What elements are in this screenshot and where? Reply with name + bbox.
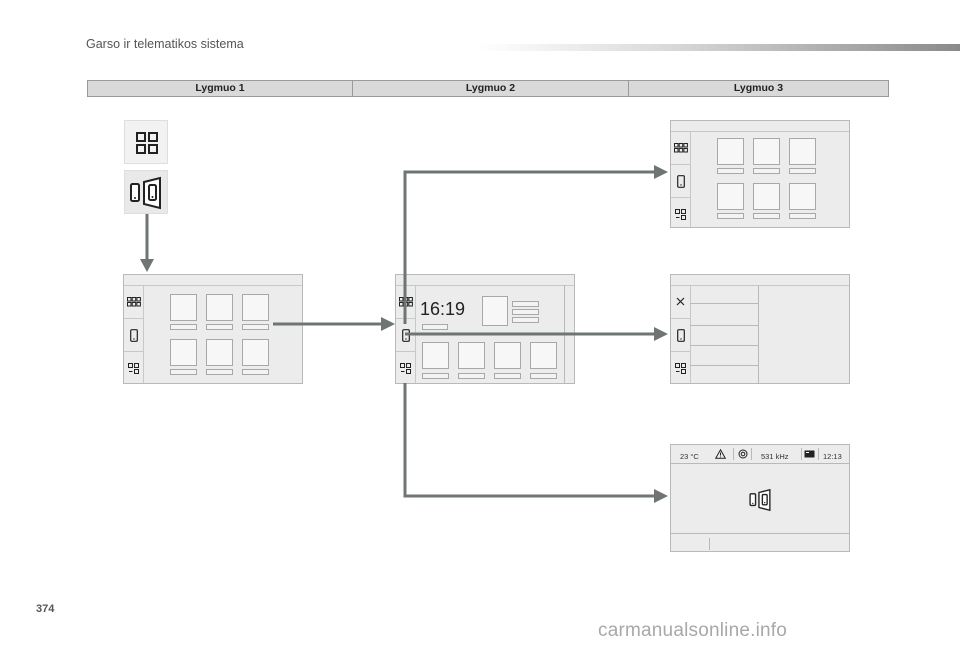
level3-apps-screen [670, 120, 850, 228]
app-tile[interactable] [753, 138, 780, 165]
app-tile[interactable] [789, 138, 816, 165]
level3-mirror-screen: 23 °C 531 kHz 12:13 [670, 444, 850, 552]
widgets-tab[interactable] [671, 197, 690, 231]
clock-date-placeholder [422, 324, 448, 330]
arrow-head [654, 489, 668, 503]
arrow-head [140, 259, 154, 272]
shortcut-label [422, 373, 449, 379]
shortcut-tile[interactable] [458, 342, 485, 369]
phone-tab[interactable] [124, 318, 143, 352]
app-tile[interactable] [717, 138, 744, 165]
app-tile[interactable] [242, 294, 269, 321]
level2-home-screen: 16:19 [395, 274, 575, 384]
app-tile[interactable] [206, 339, 233, 366]
app-tile-label [242, 369, 269, 375]
apps-tab[interactable] [124, 285, 143, 318]
widgets-tab[interactable] [396, 351, 415, 385]
shortcut-tile[interactable] [530, 342, 557, 369]
app-tile[interactable] [170, 294, 197, 321]
section-title: Garso ir telematikos sistema [86, 37, 244, 51]
level3-list-screen [670, 274, 850, 384]
radio-icon [738, 449, 748, 459]
media-widget-line [512, 301, 539, 307]
app-tile[interactable] [170, 339, 197, 366]
media-status-icon [804, 450, 815, 458]
app-tile[interactable] [789, 183, 816, 210]
app-tile-label [717, 213, 744, 219]
app-tile[interactable] [206, 294, 233, 321]
apps-tab[interactable] [396, 285, 415, 318]
widgets-tab[interactable] [671, 351, 690, 385]
level-table-header: Lygmuo 1 Lygmuo 2 Lygmuo 3 [87, 80, 889, 97]
watermark: carmanualsonline.info [598, 620, 788, 641]
mirror-screen-icon [130, 176, 161, 210]
widgets-icon [127, 362, 139, 374]
level1-apps-screen [123, 274, 303, 384]
level-3-label: Lygmuo 3 [628, 81, 888, 96]
smartphone-icon [676, 329, 685, 342]
shortcut-label [458, 373, 485, 379]
shortcut-tile[interactable] [422, 342, 449, 369]
app-tile[interactable] [242, 339, 269, 366]
level-1-label: Lygmuo 1 [195, 82, 245, 94]
apps-grid-icon [136, 132, 158, 154]
media-widget-line [512, 309, 539, 315]
level-2-label: Lygmuo 2 [352, 81, 628, 96]
apps-grid-icon [398, 296, 413, 306]
close-button[interactable] [671, 285, 690, 318]
app-tile-label [789, 213, 816, 219]
app-tile-label [753, 168, 780, 174]
shortcut-tile[interactable] [494, 342, 521, 369]
mirror-screen-icon[interactable] [745, 485, 777, 515]
page-number: 374 [36, 603, 55, 615]
app-tile-label [242, 324, 269, 330]
phone-tab[interactable] [671, 164, 690, 198]
apps-tab[interactable] [671, 131, 690, 164]
smartphone-icon [676, 175, 685, 188]
apps-grid-icon [673, 142, 688, 152]
app-tile-label [170, 369, 197, 375]
app-tile-label [717, 168, 744, 174]
widgets-icon [674, 362, 686, 374]
app-tile-label [170, 324, 197, 330]
media-widget-line [512, 317, 539, 323]
close-icon [676, 297, 685, 306]
smartphone-icon [129, 329, 138, 342]
arrow-head [654, 327, 668, 341]
arrow-head [381, 317, 395, 331]
app-tile-label [206, 369, 233, 375]
arrow-to-mirror [403, 383, 656, 498]
list-row-divider [690, 345, 758, 346]
widgets-icon [674, 208, 686, 220]
app-tile-label [206, 324, 233, 330]
phone-tab[interactable] [671, 318, 690, 352]
widgets-icon [399, 362, 411, 374]
widgets-tab[interactable] [124, 351, 143, 385]
arrow-to-apps [403, 170, 656, 324]
app-tile-label [753, 213, 780, 219]
home-clock: 16:19 [420, 299, 466, 319]
time-readout: 12:13 [823, 452, 842, 461]
header-gradient-bar [478, 44, 960, 51]
list-row-divider [690, 325, 758, 326]
arrow-head [654, 165, 668, 179]
list-row-divider [690, 303, 758, 304]
media-widget-art[interactable] [482, 296, 508, 326]
warning-icon [715, 449, 726, 459]
list-row-divider [690, 365, 758, 366]
apps-menu-button[interactable] [124, 120, 168, 164]
shortcut-label [530, 373, 557, 379]
apps-grid-icon [126, 296, 141, 306]
temperature-readout: 23 °C [680, 452, 699, 461]
shortcut-label [494, 373, 521, 379]
app-tile[interactable] [753, 183, 780, 210]
mirror-screen-button[interactable] [124, 170, 168, 214]
frequency-readout: 531 kHz [761, 452, 789, 461]
app-tile[interactable] [717, 183, 744, 210]
app-tile-label [789, 168, 816, 174]
